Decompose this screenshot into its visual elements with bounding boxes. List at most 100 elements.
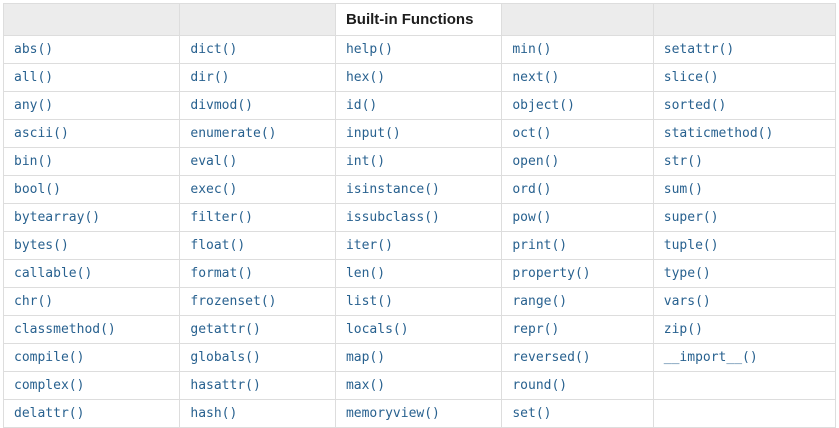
table-cell: bool() — [2, 175, 181, 204]
table-cell: enumerate() — [179, 119, 336, 148]
function-link[interactable]: vars() — [663, 294, 711, 309]
table-cell: iter() — [334, 231, 503, 260]
function-link[interactable]: ord() — [512, 182, 552, 197]
function-link[interactable]: ascii() — [14, 126, 69, 141]
function-link[interactable]: dict() — [190, 42, 238, 57]
function-link[interactable]: hex() — [345, 70, 386, 85]
table-cell: str() — [652, 147, 837, 176]
function-link[interactable]: getattr() — [190, 322, 261, 337]
function-link[interactable]: issubclass() — [345, 210, 440, 225]
table-cell: dir() — [179, 63, 336, 92]
function-link[interactable]: divmod() — [190, 98, 253, 113]
function-link[interactable]: tuple() — [663, 238, 719, 253]
function-link[interactable]: zip() — [663, 322, 703, 337]
table-cell: min() — [501, 35, 654, 64]
function-link[interactable]: __import__() — [663, 350, 758, 365]
function-link[interactable]: slice() — [663, 70, 719, 85]
table-cell: chr() — [2, 287, 181, 316]
function-link[interactable]: memoryview() — [345, 406, 440, 421]
function-link[interactable]: range() — [512, 294, 568, 309]
function-link[interactable]: input() — [345, 126, 401, 141]
header-cell-empty — [2, 3, 181, 36]
function-link[interactable]: filter() — [190, 210, 253, 225]
function-link[interactable]: bytearray() — [14, 210, 101, 225]
function-link[interactable]: bool() — [14, 182, 61, 197]
function-link[interactable]: help() — [345, 42, 393, 57]
function-link[interactable]: isinstance() — [345, 182, 440, 197]
function-link[interactable]: pow() — [512, 210, 552, 225]
table-cell: type() — [652, 259, 837, 288]
function-link[interactable]: float() — [190, 238, 246, 253]
table-row: any() divmod() id() object() sorted() — [2, 91, 837, 120]
function-link[interactable]: open() — [512, 154, 560, 169]
table-cell: input() — [334, 119, 503, 148]
function-link[interactable]: all() — [14, 70, 54, 85]
header-cell-empty — [179, 3, 336, 36]
function-link[interactable]: setattr() — [663, 42, 735, 57]
function-link[interactable]: abs() — [14, 42, 54, 57]
table-cell: set() — [501, 399, 654, 428]
function-link[interactable]: round() — [512, 378, 568, 393]
function-link[interactable]: chr() — [14, 294, 54, 309]
header-cell-empty — [652, 3, 837, 36]
function-link[interactable]: object() — [512, 98, 575, 113]
function-link[interactable]: callable() — [14, 266, 93, 281]
table-row: compile() globals() map() reversed() __impor… — [2, 343, 837, 372]
function-link[interactable]: next() — [512, 70, 560, 85]
function-link[interactable]: delattr() — [14, 406, 85, 421]
function-link[interactable]: classmethod() — [14, 322, 116, 337]
function-link[interactable]: globals() — [190, 350, 261, 365]
function-link[interactable]: max() — [345, 378, 386, 393]
function-link[interactable]: map() — [345, 350, 386, 365]
function-link[interactable]: type() — [663, 266, 711, 281]
function-link[interactable]: enumerate() — [190, 126, 277, 141]
function-link[interactable]: set() — [512, 406, 552, 421]
table-cell: object() — [501, 91, 654, 120]
function-link[interactable]: frozenset() — [190, 294, 277, 309]
table-cell: id() — [334, 91, 503, 120]
table-cell: hash() — [179, 399, 336, 428]
function-link[interactable]: iter() — [345, 238, 393, 253]
table-cell: reversed() — [501, 343, 654, 372]
function-link[interactable]: bytes() — [14, 238, 69, 253]
table-cell: property() — [501, 259, 654, 288]
function-link[interactable]: str() — [663, 154, 703, 169]
table-cell: any() — [2, 91, 181, 120]
function-link[interactable]: repr() — [512, 322, 560, 337]
function-link[interactable]: hash() — [190, 406, 238, 421]
table-cell: hex() — [334, 63, 503, 92]
function-link[interactable]: compile() — [14, 350, 85, 365]
function-link[interactable]: dir() — [190, 70, 230, 85]
table-cell: format() — [179, 259, 336, 288]
table-row: complex() hasattr() max() round() — [2, 371, 837, 400]
function-link[interactable]: eval() — [190, 154, 238, 169]
function-link[interactable]: format() — [190, 266, 253, 281]
table-cell-empty — [652, 371, 837, 400]
function-link[interactable]: reversed() — [512, 350, 591, 365]
table-cell-empty — [652, 399, 837, 428]
function-link[interactable]: min() — [512, 42, 552, 57]
function-link[interactable]: id() — [345, 98, 378, 113]
function-link[interactable]: staticmethod() — [663, 126, 774, 141]
function-link[interactable]: int() — [345, 154, 386, 169]
table-cell: range() — [501, 287, 654, 316]
table-cell: slice() — [652, 63, 837, 92]
function-link[interactable]: list() — [345, 294, 393, 309]
table-cell: issubclass() — [334, 203, 503, 232]
function-link[interactable]: bin() — [14, 154, 54, 169]
function-link[interactable]: sorted() — [663, 98, 727, 113]
function-link[interactable]: complex() — [14, 378, 85, 393]
function-link[interactable]: print() — [512, 238, 568, 253]
table-cell: next() — [501, 63, 654, 92]
function-link[interactable]: any() — [14, 98, 54, 113]
function-link[interactable]: sum() — [663, 182, 703, 197]
function-link[interactable]: locals() — [345, 322, 409, 337]
function-link[interactable]: oct() — [512, 126, 552, 141]
function-link[interactable]: property() — [512, 266, 591, 281]
function-link[interactable]: hasattr() — [190, 378, 261, 393]
function-link[interactable]: super() — [663, 210, 719, 225]
table-cell: setattr() — [652, 35, 837, 64]
table-cell: sum() — [652, 175, 837, 204]
function-link[interactable]: len() — [345, 266, 386, 281]
function-link[interactable]: exec() — [190, 182, 238, 197]
